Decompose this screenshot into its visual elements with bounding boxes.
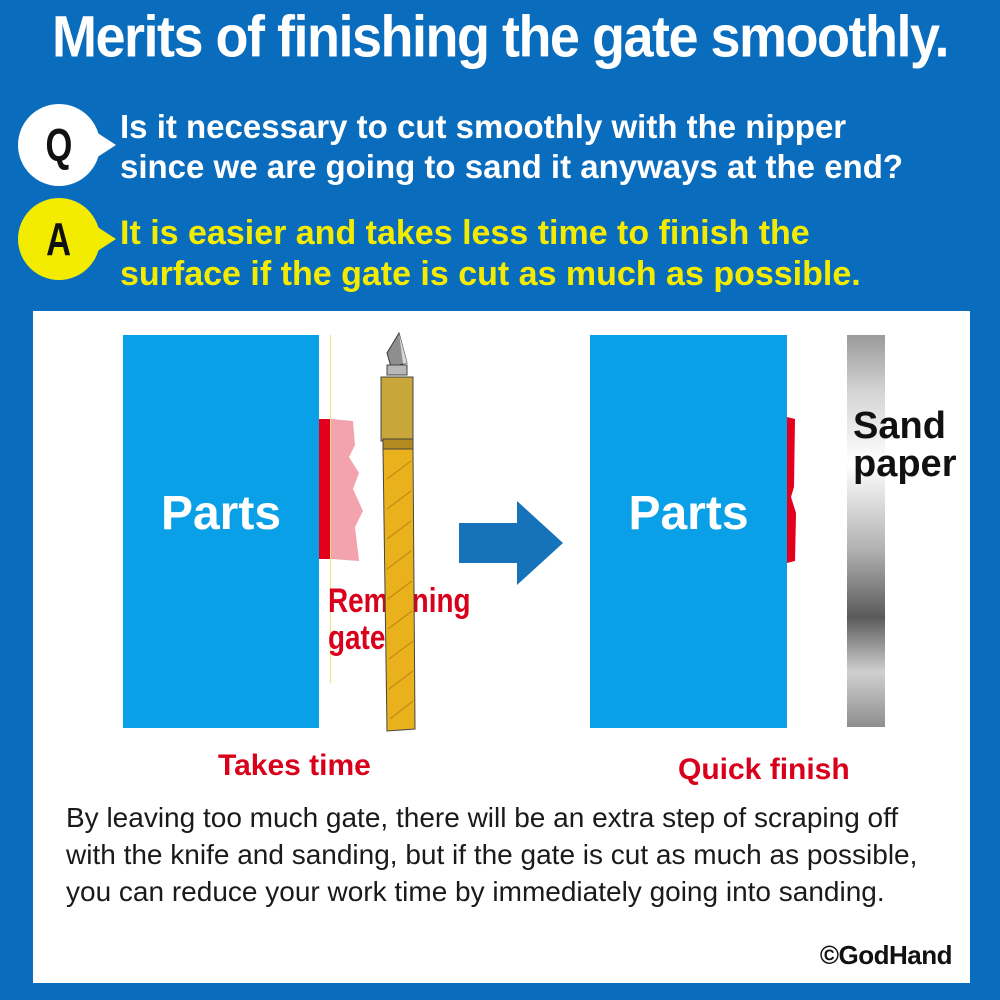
left-part-label: Parts [160,487,282,540]
right-part-label: Parts [628,487,749,540]
question-line-2: since we are going to sand it anyways at… [120,148,904,185]
question-badge: Q [18,104,100,186]
quick-finish-caption: Quick finish [678,753,850,786]
page-title: Merits of finishing the gate smoothly. [51,4,950,70]
sandpaper-strip-icon [847,335,885,727]
left-cut-guide-line [330,335,331,683]
answer-badge-pointer [96,226,116,252]
illustration-panel: Parts Remaining gate Takes time Parts [33,311,970,983]
copyright-mark: ©GodHand [819,940,953,970]
answer-text: It is easier and takes less time to fini… [120,213,861,295]
sandpaper-label: Sand paper [853,405,957,485]
left-part-block: Parts [123,335,319,728]
answer-badge: A [18,198,100,280]
hobby-knife-icon [380,331,416,732]
description-text: By leaving too much gate, there will be … [66,802,918,907]
question-badge-pointer [96,132,116,158]
left-remaining-gate-excess [331,419,363,561]
left-remaining-gate-red [319,419,331,559]
right-remaining-gate-red [787,417,796,563]
answer-line-1: It is easier and takes less time to fini… [120,214,810,252]
answer-line-2: surface if the gate is cut as much as po… [120,255,861,293]
arrow-right-icon [459,501,563,585]
question-text: Is it necessary to cut smoothly with the… [120,107,903,187]
right-part-block: Parts [590,335,787,728]
takes-time-caption: Takes time [218,749,371,782]
question-line-1: Is it necessary to cut smoothly with the… [120,108,847,145]
